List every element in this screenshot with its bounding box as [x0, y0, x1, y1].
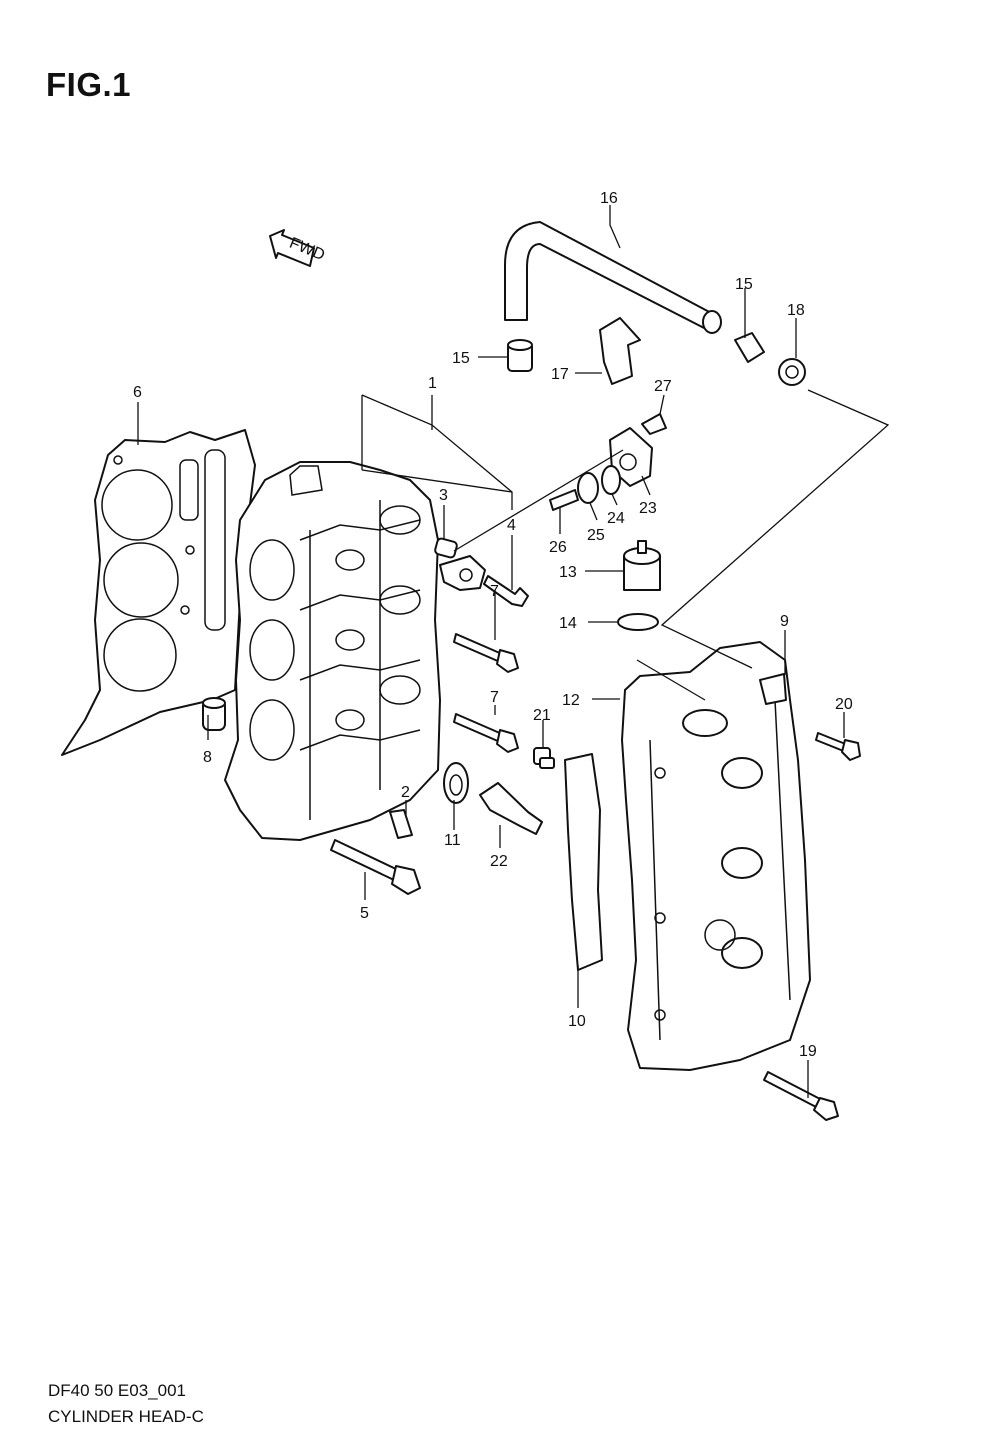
- callout-10: 10: [568, 1013, 586, 1030]
- head-gasket: [61, 429, 256, 756]
- callout-15a: 15: [452, 350, 470, 367]
- cylinder-head-cover: [621, 641, 811, 1071]
- gasket-washer: [443, 762, 469, 804]
- callout-13: 13: [559, 564, 577, 581]
- hose-fitting-right: [734, 332, 765, 363]
- callout-17: 17: [551, 366, 569, 383]
- filler-cap: [623, 540, 661, 591]
- callout-27: 27: [654, 378, 672, 395]
- callout-6: 6: [133, 384, 142, 401]
- callout-2: 2: [401, 784, 410, 801]
- diagram-name: CYLINDER HEAD-C: [48, 1407, 204, 1426]
- callout-22: 22: [490, 853, 508, 870]
- callout-21: 21: [533, 707, 551, 724]
- callout-numbers: 1 2 3 4 5 6 7 7 8 9 10 11 12 13 14 15 15…: [133, 190, 853, 1060]
- hose-clamp: [778, 358, 806, 386]
- cover-gasket: [564, 753, 603, 971]
- diagram-code: DF40 50 E03_001: [48, 1381, 186, 1400]
- bolt-20: [815, 732, 861, 761]
- callout-5: 5: [360, 905, 369, 922]
- callout-18: 18: [787, 302, 805, 319]
- callout-25: 25: [587, 527, 605, 544]
- callout-11: 11: [444, 832, 461, 849]
- callout-8: 8: [203, 749, 212, 766]
- callout-20: 20: [835, 696, 853, 713]
- leader-lines: [137, 205, 890, 1098]
- head-bolt: [330, 839, 421, 895]
- stud-bolt: [389, 809, 413, 839]
- callout-7a: 7: [490, 583, 499, 600]
- callout-7b: 7: [490, 689, 499, 706]
- short-bolt: [533, 747, 555, 769]
- hose-clip: [599, 317, 641, 385]
- bracket-and-bolt: [439, 555, 529, 607]
- o-ring-24: [601, 465, 621, 495]
- callout-4: 4: [507, 517, 516, 534]
- callout-14: 14: [559, 615, 577, 632]
- hose-fitting-left: [507, 339, 533, 372]
- bolt-26: [549, 489, 579, 511]
- callout-12: 12: [562, 692, 580, 709]
- callout-16: 16: [600, 190, 618, 207]
- fwd-arrow-icon: FWD: [269, 229, 327, 267]
- callout-26: 26: [549, 539, 567, 556]
- o-ring-14: [617, 613, 659, 631]
- callout-1: 1: [428, 375, 437, 392]
- bolt-7-upper: [453, 633, 519, 673]
- callout-9: 9: [780, 613, 789, 630]
- spacer-25: [577, 472, 599, 504]
- water-hose: [504, 221, 722, 334]
- bolt-7-lower: [453, 713, 519, 753]
- spark-plug: [479, 782, 543, 835]
- callout-23: 23: [639, 500, 657, 517]
- callout-19: 19: [799, 1043, 817, 1060]
- callout-24: 24: [607, 510, 625, 527]
- bolt-27: [641, 413, 667, 435]
- cylinder-head: [224, 461, 441, 841]
- callout-15b: 15: [735, 276, 753, 293]
- bolt-19: [763, 1071, 839, 1121]
- callout-3: 3: [439, 487, 448, 504]
- figure-title: FIG.1: [46, 66, 132, 103]
- dowel-pin: [202, 697, 226, 731]
